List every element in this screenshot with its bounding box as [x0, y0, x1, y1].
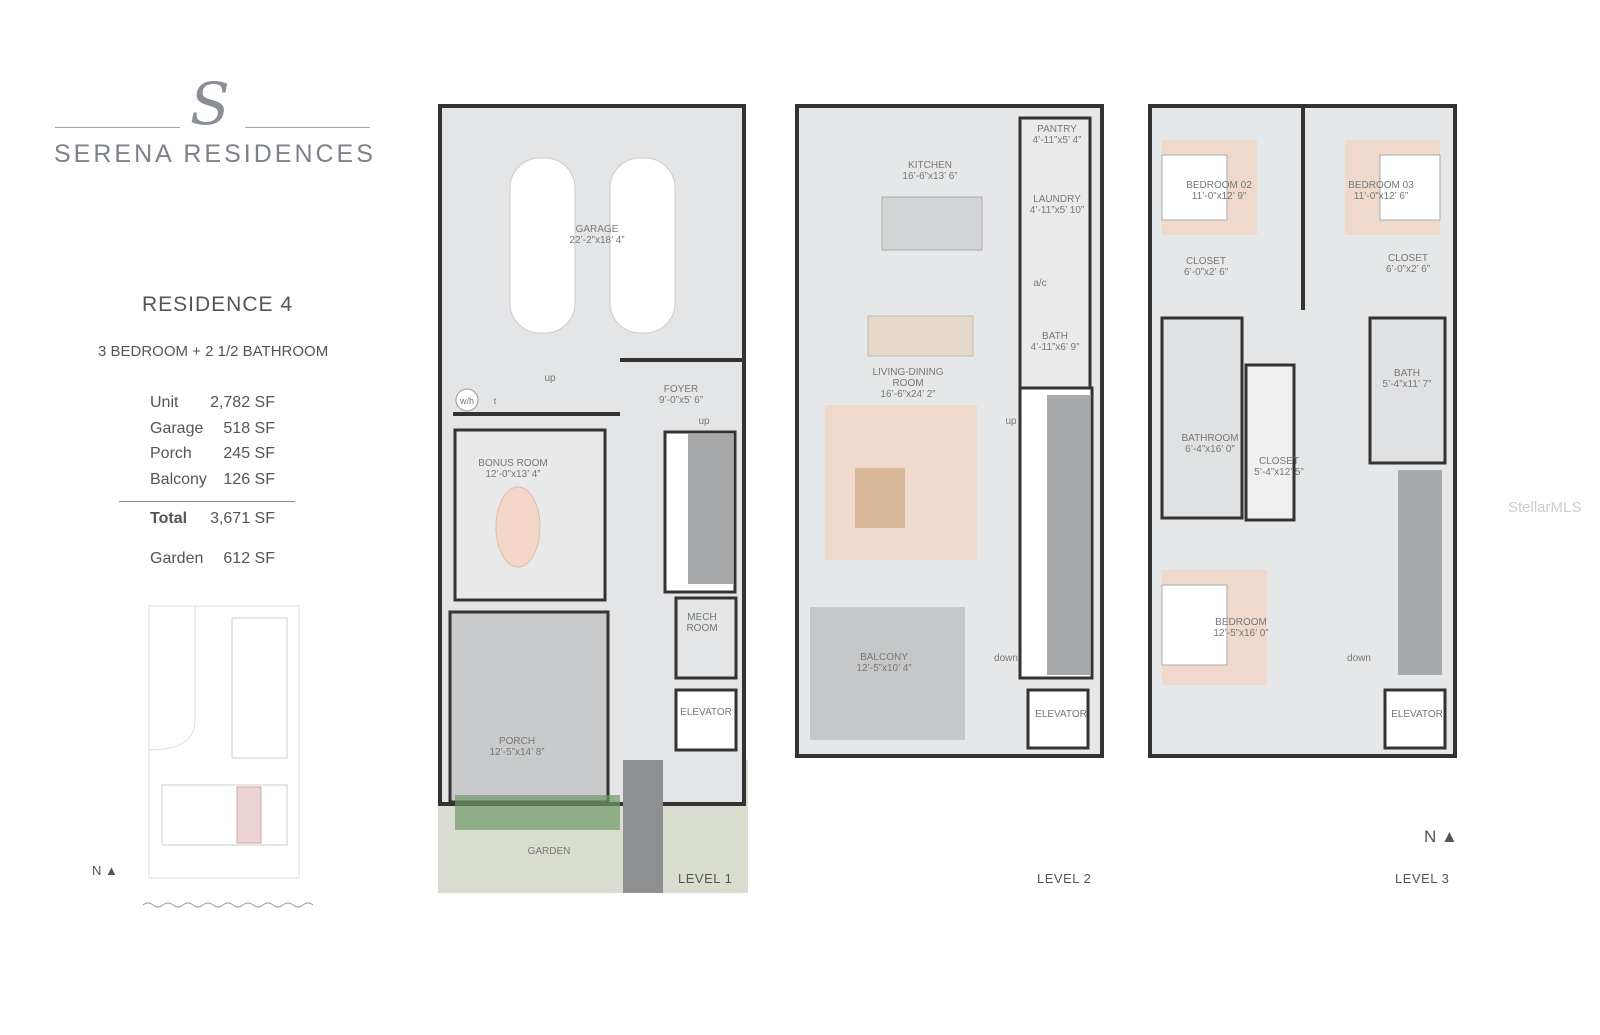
total-divider: [119, 501, 295, 502]
area-label: Unit: [150, 394, 179, 411]
area-row: Balcony 126 SF: [150, 471, 275, 497]
planter: [455, 795, 620, 830]
balcony-deck: [810, 607, 965, 740]
elevator-icon: [674, 688, 738, 752]
table-icon: [495, 486, 541, 568]
garden-row: Garden 612 SF: [150, 550, 275, 576]
bed-icon: [1161, 584, 1228, 666]
tank-label: t: [493, 396, 497, 406]
room-label-elevator: ELEVATOR: [680, 707, 732, 718]
stairs-icon: [1398, 470, 1442, 675]
bed-icon: [1161, 154, 1228, 221]
water-heater-label: w/h: [459, 396, 475, 406]
total-value: 3,671 SF: [210, 510, 275, 527]
stair-up-mark: up: [544, 373, 556, 384]
area-label: Garage: [150, 419, 204, 437]
stair-down-mark: down: [994, 653, 1018, 664]
stairs-icon: [1047, 395, 1090, 675]
room-label-mech: MECH ROOM: [686, 612, 718, 634]
level1-plan: [438, 104, 748, 893]
stair-down-mark: down: [1347, 653, 1371, 664]
dining-table: [867, 315, 974, 357]
site-north-indicator: N ▲: [92, 863, 118, 878]
divider: [55, 127, 180, 128]
residence-title: RESIDENCE 4: [142, 293, 294, 316]
car-icon: [609, 157, 676, 334]
area-row: Unit 2,782 SF: [150, 394, 275, 420]
level1-label: LEVEL 1: [678, 871, 733, 886]
room-label-garden: GARDEN: [527, 846, 571, 857]
area-value: 518 SF: [223, 419, 275, 437]
ac-label: a/c: [1033, 278, 1047, 289]
bed-icon: [1379, 154, 1441, 221]
area-row: Porch 245 SF: [150, 445, 275, 471]
garden-value: 612 SF: [223, 549, 275, 567]
stair-up-mark: up: [698, 416, 710, 427]
water-heater-icon: [455, 388, 479, 412]
level3-label: LEVEL 3: [1395, 871, 1450, 886]
total-label: Total: [150, 510, 188, 527]
room-label-elevator: ELEVATOR: [1035, 709, 1087, 720]
room-label-elevator: ELEVATOR: [1391, 709, 1443, 720]
kitchen-island: [881, 196, 983, 251]
residence-subtitle: 3 BEDROOM + 2 1/2 BATHROOM: [98, 343, 329, 360]
brand-monogram: S: [190, 70, 230, 138]
stairs-icon: [688, 434, 733, 584]
coffee-table: [855, 468, 905, 528]
stair-up-mark: up: [1005, 416, 1017, 427]
plan-north-indicator: N ▲: [1424, 827, 1458, 846]
entry-stairs: [623, 760, 663, 893]
level2-label: LEVEL 2: [1037, 871, 1092, 886]
elevator-icon: [1383, 688, 1447, 750]
garden-label: Garden: [150, 549, 204, 567]
divider: [245, 127, 370, 128]
site-plan: [142, 605, 314, 908]
area-row: Garage 518 SF: [150, 420, 275, 446]
area-value: 126 SF: [223, 470, 275, 488]
area-value: 245 SF: [223, 445, 275, 462]
level3-plan: [1148, 104, 1457, 758]
watermark: StellarMLS: [1508, 499, 1582, 516]
car-icon: [509, 157, 576, 334]
brand-name: SERENA RESIDENCES: [54, 140, 376, 168]
area-label: Balcony: [150, 470, 207, 488]
area-table: Unit 2,782 SF Garage 518 SF Porch 245 SF Ba…: [150, 394, 275, 575]
level2-plan: [795, 104, 1104, 758]
area-value: 2,782 SF: [210, 394, 275, 411]
total-row: Total 3,671 SF: [150, 510, 275, 536]
area-label: Porch: [150, 445, 192, 462]
elevator-icon: [1026, 688, 1090, 750]
